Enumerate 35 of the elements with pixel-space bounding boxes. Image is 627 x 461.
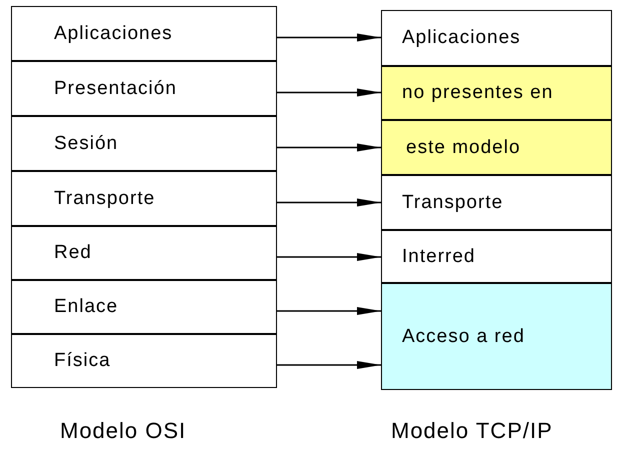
layer-box — [11, 226, 277, 280]
layer-name: Acceso a red — [402, 326, 525, 348]
arrow — [277, 144, 381, 152]
arrow — [277, 253, 381, 261]
model-caption: Modelo OSI — [60, 418, 186, 444]
layer-box — [381, 230, 612, 283]
layer-name: Red — [54, 242, 92, 264]
arrow — [277, 198, 381, 206]
layer-box — [381, 66, 612, 120]
layer-name: Interred — [402, 246, 476, 268]
layer-name: Enlace — [54, 296, 118, 318]
layer-box — [11, 61, 277, 116]
layer-box — [11, 171, 277, 226]
arrow — [277, 34, 381, 42]
model-caption: Modelo TCP/IP — [391, 418, 553, 444]
layer-name: Aplicaciones — [402, 27, 521, 49]
layer-box — [381, 10, 612, 66]
arrow — [277, 88, 381, 96]
layer-name: Física — [54, 350, 111, 372]
layer-name: Sesión — [54, 132, 118, 154]
arrow — [277, 361, 381, 369]
layer-box — [381, 120, 612, 175]
layer-box — [11, 280, 277, 334]
layer-name: Transporte — [402, 192, 504, 214]
arrow — [277, 307, 381, 315]
layer-box — [381, 175, 612, 230]
layer-name: no presentes en — [402, 82, 554, 104]
layer-box — [11, 6, 277, 61]
layer-name: Aplicaciones — [54, 22, 173, 44]
layer-box — [381, 283, 612, 390]
layer-box — [11, 334, 277, 388]
layer-name: este modelo — [406, 136, 521, 158]
layer-name: Presentación — [54, 78, 177, 100]
layer-name: Transporte — [54, 188, 156, 210]
layer-box — [11, 116, 277, 171]
